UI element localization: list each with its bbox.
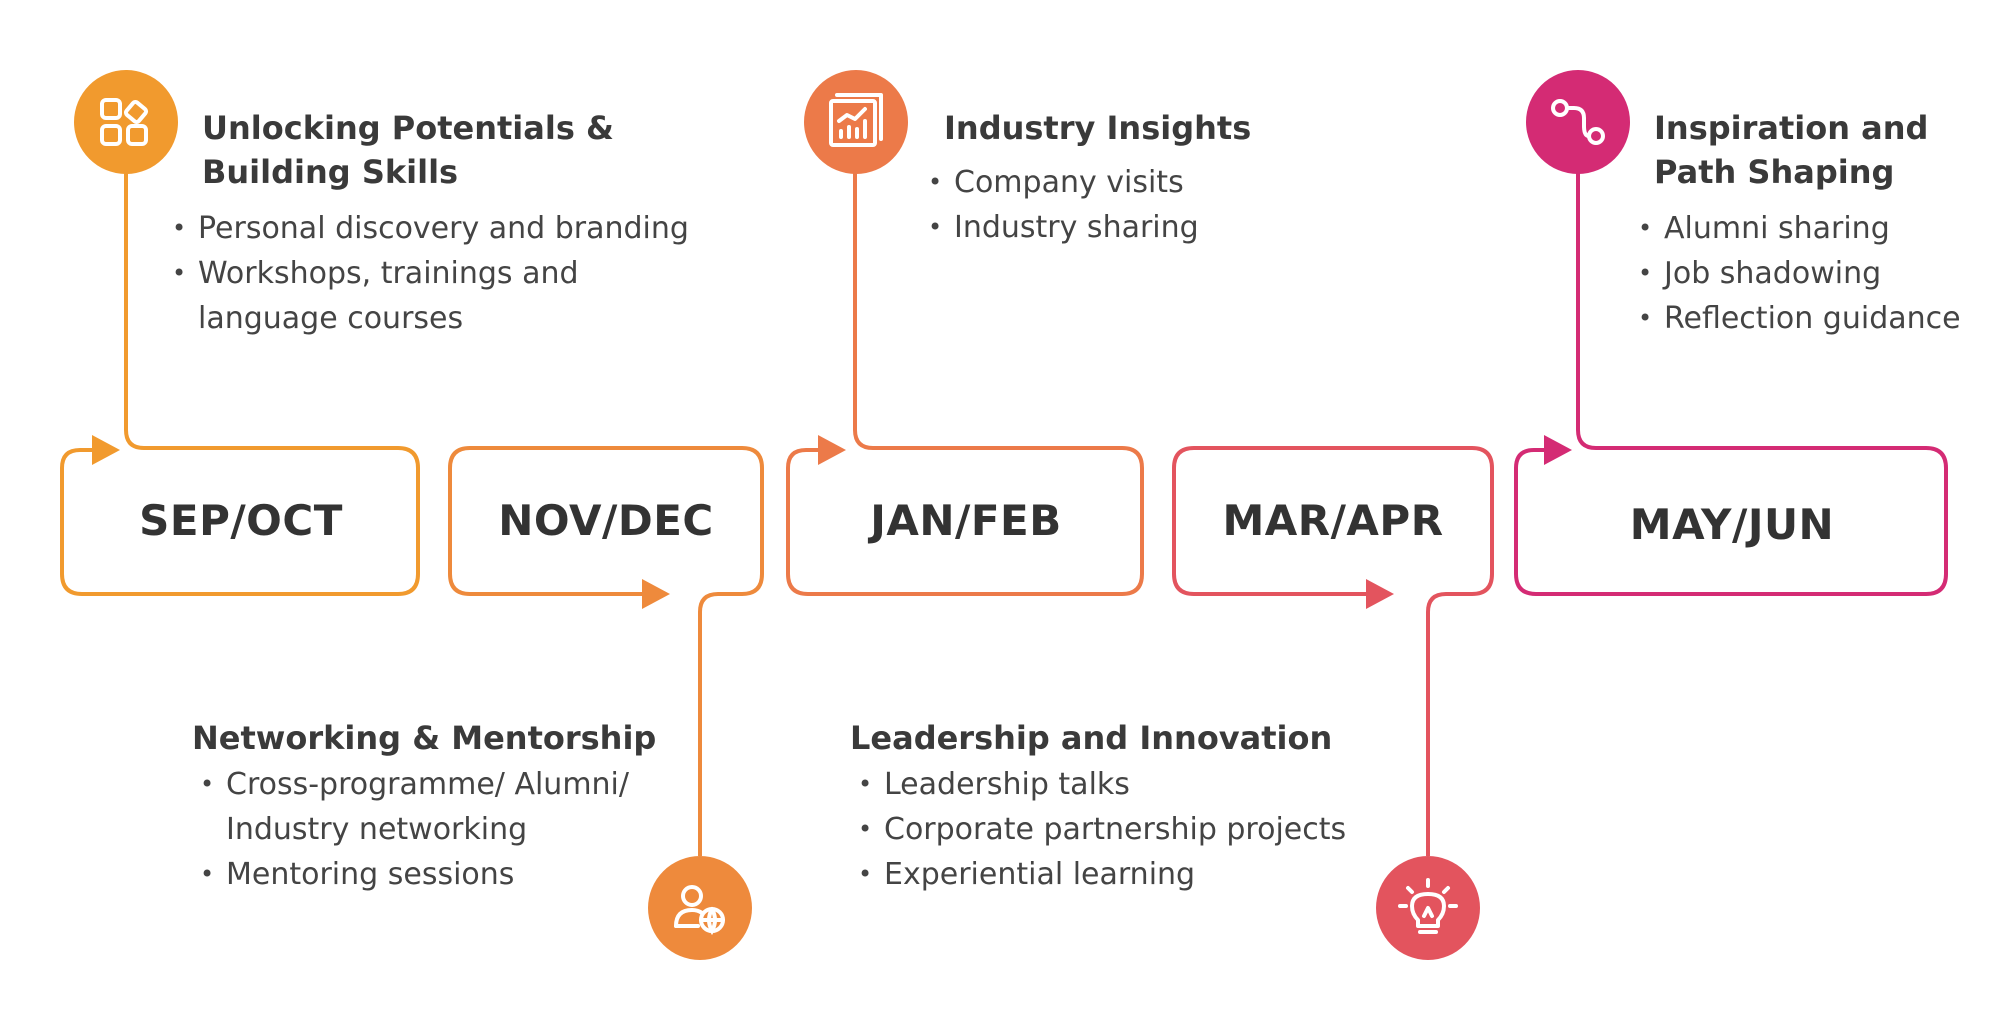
analytics-chart-icon bbox=[804, 70, 908, 174]
stage-title-industry-insights: Industry Insights bbox=[944, 109, 1252, 147]
path-route-icon bbox=[1526, 70, 1630, 174]
arrow-jan-feb bbox=[818, 435, 846, 465]
arrow-nov-dec bbox=[642, 579, 670, 609]
stage-title-networking-mentorship: Networking & Mentorship bbox=[192, 719, 657, 757]
period-label-jan-feb: JAN/FEB bbox=[870, 496, 1062, 545]
stage-bullets-industry-insights: Company visits Industry sharing bbox=[928, 160, 1288, 250]
bullet-item: Mentoring sessions bbox=[200, 852, 640, 897]
bullet-item: Alumni sharing bbox=[1638, 206, 1988, 251]
arrow-may-jun bbox=[1544, 435, 1572, 465]
lightbulb-icon bbox=[1376, 856, 1480, 960]
period-label-mar-apr: MAR/APR bbox=[1222, 496, 1444, 545]
stage-title-leadership-innovation: Leadership and Innovation bbox=[850, 719, 1333, 757]
bullet-item: Experiential learning bbox=[858, 852, 1378, 897]
user-globe-icon bbox=[648, 856, 752, 960]
bullet-item: Leadership talks bbox=[858, 762, 1378, 807]
bullet-item: Reflection guidance bbox=[1638, 296, 1988, 341]
stage-bullets-inspiration-path-shaping: Alumni sharing Job shadowing Reflection … bbox=[1638, 206, 1988, 341]
period-label-nov-dec: NOV/DEC bbox=[498, 496, 714, 545]
connector-mar-apr bbox=[1172, 446, 1494, 856]
connector-may-jun bbox=[1514, 168, 1948, 596]
apps-grid-icon bbox=[74, 70, 178, 174]
stage-bullets-networking-mentorship: Cross-programme/ Alumni/ Industry networ… bbox=[200, 762, 640, 897]
period-label-may-jun: MAY/JUN bbox=[1629, 500, 1835, 549]
bullet-item: Corporate partnership projects bbox=[858, 807, 1378, 852]
stage-title-unlocking-potentials: Unlocking Potentials & Building Skills bbox=[202, 109, 614, 191]
stage-bullets-unlocking-potentials: Personal discovery and branding Workshop… bbox=[172, 206, 732, 341]
bullet-item: Cross-programme/ Alumni/ Industry networ… bbox=[200, 762, 640, 852]
connector-sep-oct bbox=[60, 168, 420, 596]
bullet-item: Personal discovery and branding bbox=[172, 206, 732, 251]
bullet-item: Workshops, trainings and language course… bbox=[172, 251, 638, 341]
connector-jan-feb bbox=[786, 168, 1144, 596]
arrow-sep-oct bbox=[92, 435, 120, 465]
bullet-item: Industry sharing bbox=[928, 205, 1288, 250]
bullet-item: Company visits bbox=[928, 160, 1288, 205]
stage-bullets-leadership-innovation: Leadership talks Corporate partnership p… bbox=[858, 762, 1378, 897]
bullet-item: Job shadowing bbox=[1638, 251, 1988, 296]
connector-nov-dec bbox=[448, 446, 764, 856]
stage-title-inspiration-path-shaping: Inspiration and Path Shaping bbox=[1654, 109, 1929, 191]
period-label-sep-oct: SEP/OCT bbox=[139, 496, 343, 545]
arrow-mar-apr bbox=[1366, 579, 1394, 609]
